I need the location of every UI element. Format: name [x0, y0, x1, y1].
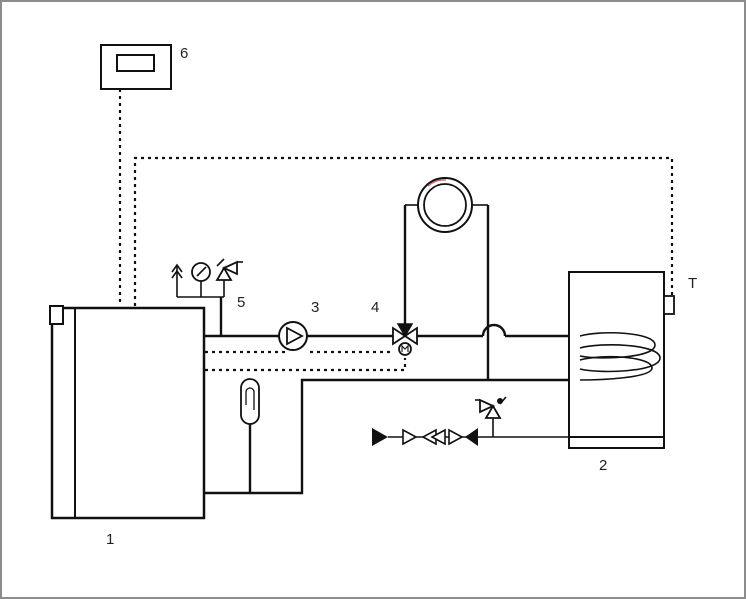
cold-water-inlet [372, 428, 569, 446]
boiler [49, 305, 206, 520]
return-pipe [204, 205, 580, 495]
label-valve: 4 [371, 299, 379, 316]
boiler-panel [49, 305, 64, 325]
label-pump: 3 [311, 299, 319, 316]
controller-unit [100, 44, 172, 90]
label-tank: 2 [599, 457, 607, 474]
label-boiler: 1 [106, 531, 114, 548]
control-wiring [118, 89, 674, 372]
three-way-valve-icon [392, 205, 418, 356]
controller-display [116, 54, 155, 72]
temperature-sensor [663, 295, 675, 315]
safety-valve-icon [215, 258, 243, 297]
pressure-gauge-icon [191, 262, 211, 297]
check-valve-icon [448, 428, 464, 446]
shutoff-valve-icon [465, 428, 478, 446]
label-sensor: T [688, 275, 697, 292]
label-controller: 6 [180, 45, 188, 62]
air-vent-icon [171, 263, 183, 297]
tank-coil-icon [579, 332, 661, 381]
expansion-vessel-icon [240, 378, 260, 493]
hot-water-tank [568, 271, 665, 449]
inlet-arrow-icon [372, 428, 388, 446]
supply-pipe [204, 323, 580, 338]
tank-safety-valve-icon [475, 396, 507, 437]
radiator-icon [417, 177, 473, 233]
check-valve-icon [402, 428, 418, 446]
label-safety-group: 5 [237, 294, 245, 311]
circulation-pump-icon [278, 321, 308, 351]
check-valve-icon [430, 428, 446, 446]
